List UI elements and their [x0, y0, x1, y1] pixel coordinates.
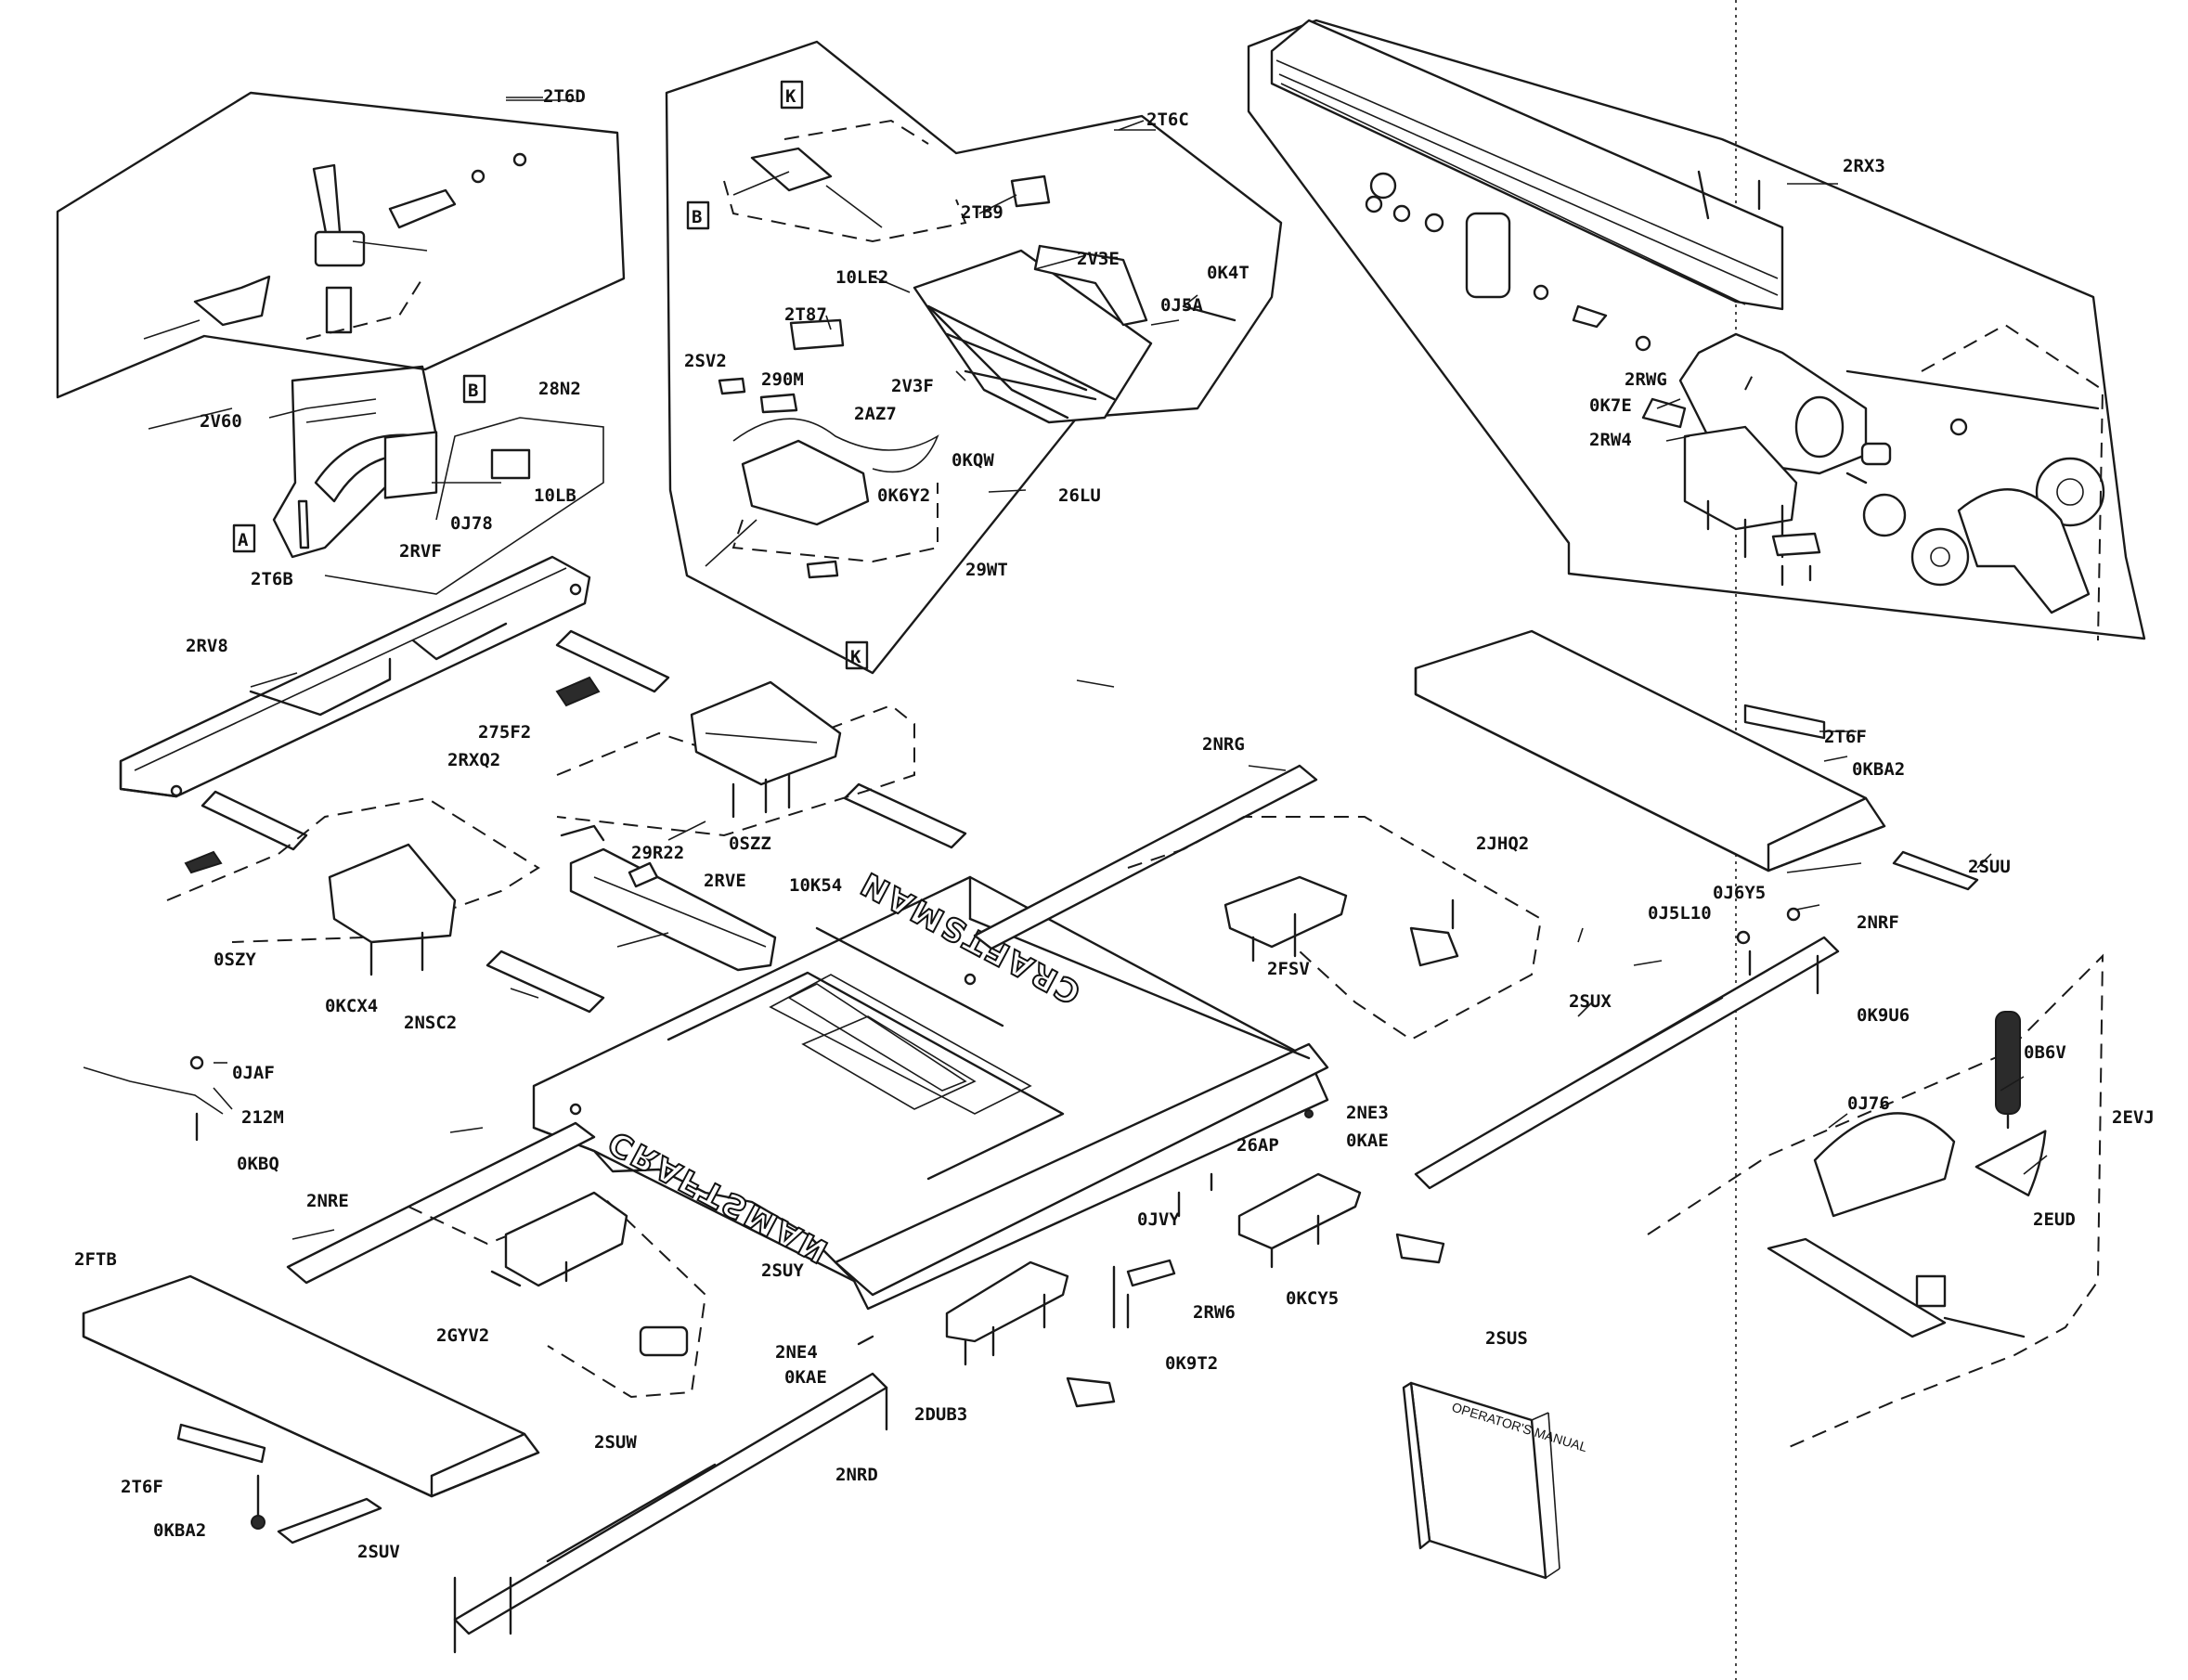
leader-lines [213, 97, 2048, 1240]
part-label-2sux: 2SUX [1569, 991, 1612, 1012]
part-label-2sus: 2SUS [1485, 1328, 1528, 1349]
part-label-2ne3: 2NE3 [1346, 1103, 1389, 1123]
part-label-0j6y5: 0J6Y5 [1713, 883, 1766, 903]
part-label-0kba2: 0KBA2 [1852, 759, 1905, 780]
part-label-2dub3: 2DUB3 [914, 1404, 967, 1425]
blade-guard-shield [148, 365, 604, 595]
part-label-2suw: 2SUW [594, 1432, 637, 1453]
part-label-2gyv2: 2GYV2 [436, 1325, 489, 1346]
part-label-2az7: 2AZ7 [854, 404, 897, 424]
callout-k-bottom: K [850, 647, 861, 667]
right-extension-wing [973, 629, 1979, 1190]
part-label-0kbq: 0KBQ [237, 1154, 279, 1174]
part-label-28n2: 28N2 [538, 379, 581, 399]
part-label-0kae: 0KAE [1346, 1131, 1389, 1151]
part-label-2eud: 2EUD [2033, 1209, 2076, 1230]
part-label-2rx3: 2RX3 [1843, 156, 1885, 176]
part-label-2ftb: 2FTB [74, 1249, 117, 1270]
part-label-2tb9: 2TB9 [961, 202, 1003, 223]
part-label-2v3f: 2V3F [891, 376, 934, 396]
group-splitter-assembly [665, 40, 1283, 675]
operators-manual: OPERATOR'S MANUAL [1402, 1381, 1589, 1580]
part-label-29r22: 29R22 [631, 843, 684, 863]
part-label-2t6d: 2T6D [543, 86, 586, 107]
part-label-2rxq2: 2RXQ2 [447, 750, 500, 770]
part-label-290m: 290M [761, 369, 804, 390]
part-label-2evj: 2EVJ [2112, 1107, 2155, 1128]
part-label-0k6y2: 0K6Y2 [877, 485, 930, 506]
part-label-2suy: 2SUY [761, 1260, 804, 1281]
part-number-labels: 2T6D 2T6C 2RX3 2V60 28N2 2RVF 0J78 10LB 2T6B 2TB9… [74, 86, 2155, 1562]
part-label-0kcx4: 0KCX4 [325, 996, 378, 1016]
part-label-2rvf: 2RVF [399, 541, 442, 562]
part-label-2sv2: 2SV2 [684, 351, 727, 371]
rail-left-rear [119, 555, 591, 798]
part-label-0kcy5: 0KCY5 [1286, 1288, 1339, 1309]
callout-b-left: B [468, 381, 478, 401]
part-label-0kae-lower: 0KAE [784, 1367, 827, 1388]
part-label-0j76: 0J76 [1847, 1093, 1890, 1114]
part-label-26lu: 26LU [1058, 485, 1101, 506]
part-label-2nrd: 2NRD [835, 1465, 878, 1485]
part-label-275f2: 275F2 [478, 722, 531, 743]
part-label-26ap: 26AP [1236, 1135, 1279, 1156]
part-label-0k7e: 0K7E [1589, 395, 1632, 416]
group-rip-fence [1247, 19, 2146, 641]
callout-b-mid: B [692, 207, 702, 227]
part-label-29wt: 29WT [965, 560, 1008, 580]
part-label-0jvy: 0JVY [1137, 1209, 1180, 1230]
part-label-2rw4: 2RW4 [1589, 430, 1632, 450]
part-label-2t6c: 2T6C [1146, 110, 1189, 130]
part-label-212m: 212M [241, 1107, 284, 1128]
callout-boxes: K B B A K [232, 80, 869, 670]
part-label-0j5a: 0J5A [1160, 295, 1203, 316]
part-label-0b6v: 0B6V [2024, 1042, 2066, 1063]
part-label-0k9u6: 0K9U6 [1857, 1005, 1910, 1026]
callout-k-top: K [785, 86, 796, 107]
group-blade-guard-upper [56, 91, 626, 399]
part-label-2t87: 2T87 [784, 304, 827, 325]
part-label-2t6f-lower: 2T6F [121, 1477, 163, 1497]
part-label-0j5l10: 0J5L10 [1648, 903, 1712, 924]
part-label-2t6f: 2T6F [1824, 727, 1867, 747]
part-label-2rw6: 2RW6 [1193, 1302, 1236, 1323]
miter-gauge [1647, 953, 2104, 1449]
part-label-10lb: 10LB [534, 485, 576, 506]
tubes-and-brackets-upper [166, 629, 967, 1014]
part-label-0kqw: 0KQW [952, 450, 994, 471]
part-label-0kba2-lower: 0KBA2 [153, 1520, 206, 1541]
left-front-parts [82, 1055, 1445, 1654]
part-label-2fsv: 2FSV [1267, 959, 1310, 979]
part-label-2nrf: 2NRF [1857, 912, 1899, 933]
part-label-2nrg: 2NRG [1202, 734, 1245, 755]
part-label-2jhq2: 2JHQ2 [1476, 834, 1529, 854]
part-label-2nre: 2NRE [306, 1191, 349, 1211]
part-label-0j78: 0J78 [450, 513, 493, 534]
part-label-2nsc2: 2NSC2 [404, 1013, 457, 1033]
part-label-0k4t: 0K4T [1207, 263, 1249, 283]
part-label-0szy: 0SZY [214, 950, 256, 970]
part-label-2rve: 2RVE [704, 871, 746, 891]
part-label-2v3e: 2V3E [1077, 249, 1120, 269]
part-label-0k9t2: 0K9T2 [1165, 1353, 1218, 1374]
part-label-2ne4: 2NE4 [775, 1342, 818, 1363]
part-label-2rv8: 2RV8 [186, 636, 228, 656]
part-label-0szz: 0SZZ [729, 834, 771, 854]
callout-a: A [238, 530, 249, 550]
part-label-2v60: 2V60 [200, 411, 242, 432]
part-label-10k54: 10K54 [789, 875, 842, 896]
part-label-0jaf: 0JAF [232, 1063, 275, 1083]
part-label-2t6b: 2T6B [251, 569, 293, 589]
part-label-10le2: 10LE2 [835, 267, 888, 288]
part-label-2rwg: 2RWG [1625, 369, 1667, 390]
part-label-2suu: 2SUU [1968, 857, 2011, 877]
part-label-2suv: 2SUV [357, 1542, 400, 1562]
